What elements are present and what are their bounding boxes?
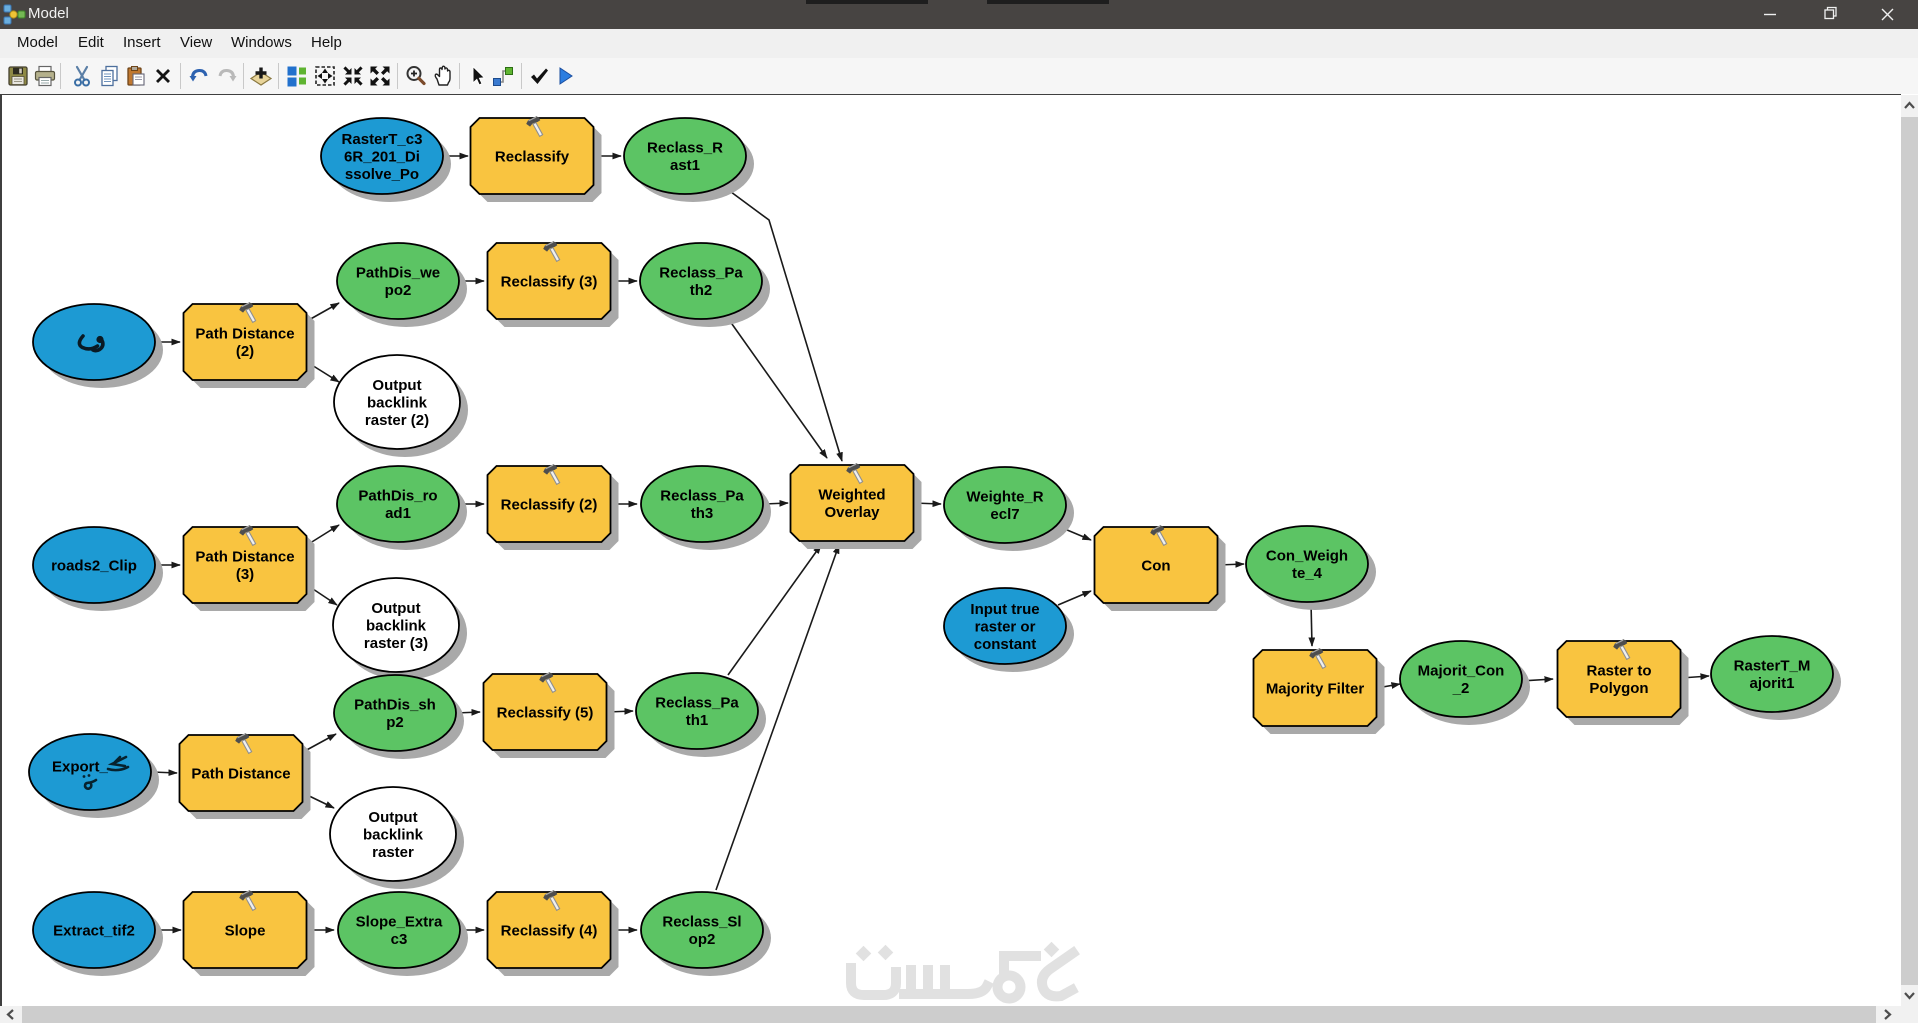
svg-text:raster: raster bbox=[372, 844, 414, 861]
svg-text:(3): (3) bbox=[236, 566, 254, 583]
svg-text:Path Distance: Path Distance bbox=[195, 549, 294, 566]
svg-text:backlink: backlink bbox=[366, 617, 427, 634]
svg-text:po2: po2 bbox=[385, 282, 412, 299]
svg-text:ajorit1: ajorit1 bbox=[1749, 675, 1794, 692]
svg-text:raster (3): raster (3) bbox=[364, 635, 428, 652]
svg-text:op2: op2 bbox=[689, 931, 716, 948]
svg-text:p2: p2 bbox=[386, 714, 404, 731]
svg-text:Reclass_R: Reclass_R bbox=[647, 140, 723, 157]
svg-text:Path Distance: Path Distance bbox=[191, 765, 290, 782]
svg-text:th2: th2 bbox=[690, 282, 713, 299]
svg-text:Path Distance: Path Distance bbox=[195, 326, 294, 343]
svg-text:Reclass_Sl: Reclass_Sl bbox=[662, 914, 741, 931]
svg-text:RasterT_c3: RasterT_c3 bbox=[342, 131, 423, 148]
svg-text:Reclassify (3): Reclassify (3) bbox=[501, 273, 598, 290]
svg-text:constant: constant bbox=[974, 636, 1037, 653]
svg-text:backlink: backlink bbox=[363, 826, 424, 843]
svg-text:Reclassify (4): Reclassify (4) bbox=[501, 922, 598, 939]
svg-text:Export_: Export_ bbox=[52, 759, 109, 776]
svg-text:Con_Weigh: Con_Weigh bbox=[1266, 548, 1348, 565]
svg-text:ecl7: ecl7 bbox=[990, 506, 1019, 523]
svg-text:(2): (2) bbox=[236, 343, 254, 360]
svg-text:PathDis_sh: PathDis_sh bbox=[354, 697, 436, 714]
svg-text:ssolve_Po: ssolve_Po bbox=[345, 166, 419, 183]
svg-text:Slope_Extra: Slope_Extra bbox=[356, 914, 443, 931]
svg-text:Output: Output bbox=[368, 809, 417, 826]
svg-text:raster (2): raster (2) bbox=[365, 412, 429, 429]
svg-text:Output: Output bbox=[372, 377, 421, 394]
svg-text:Weighte_R: Weighte_R bbox=[966, 489, 1043, 506]
svg-text:Majority Filter: Majority Filter bbox=[1266, 680, 1365, 697]
svg-text:Weighted: Weighted bbox=[818, 487, 885, 504]
svg-text:Raster to: Raster to bbox=[1586, 663, 1651, 680]
svg-text:ad1: ad1 bbox=[385, 505, 411, 522]
svg-text:_2: _2 bbox=[1452, 680, 1470, 697]
svg-text:ast1: ast1 bbox=[670, 157, 700, 174]
svg-text:PathDis_ro: PathDis_ro bbox=[358, 488, 437, 505]
svg-text:Polygon: Polygon bbox=[1589, 680, 1648, 697]
svg-text:th1: th1 bbox=[686, 712, 709, 729]
svg-text:raster or: raster or bbox=[975, 618, 1036, 635]
svg-text:Output: Output bbox=[371, 600, 420, 617]
svg-text:th3: th3 bbox=[691, 505, 714, 522]
svg-text:Extract_tif2: Extract_tif2 bbox=[53, 922, 135, 939]
svg-text:Reclass_Pa: Reclass_Pa bbox=[655, 695, 739, 712]
svg-text:te_4: te_4 bbox=[1292, 565, 1323, 582]
svg-text:Reclassify: Reclassify bbox=[495, 148, 570, 165]
svg-text:Overlay: Overlay bbox=[824, 504, 880, 521]
svg-text:Slope: Slope bbox=[225, 922, 266, 939]
svg-text:Reclassify (5): Reclassify (5) bbox=[497, 704, 594, 721]
svg-text:Reclassify (2): Reclassify (2) bbox=[501, 496, 598, 513]
svg-text:Reclass_Pa: Reclass_Pa bbox=[660, 488, 744, 505]
svg-text:backlink: backlink bbox=[367, 394, 428, 411]
svg-text:Majorit_Con: Majorit_Con bbox=[1418, 663, 1505, 680]
svg-text:Input true: Input true bbox=[970, 601, 1039, 618]
svg-text:6R_201_Di: 6R_201_Di bbox=[344, 148, 420, 165]
svg-text:PathDis_we: PathDis_we bbox=[356, 265, 440, 282]
svg-text:Reclass_Pa: Reclass_Pa bbox=[659, 265, 743, 282]
svg-text:Con: Con bbox=[1141, 557, 1170, 574]
svg-text:RasterT_M: RasterT_M bbox=[1734, 658, 1811, 675]
svg-text:roads2_Clip: roads2_Clip bbox=[51, 557, 137, 574]
svg-text:c3: c3 bbox=[391, 931, 408, 948]
